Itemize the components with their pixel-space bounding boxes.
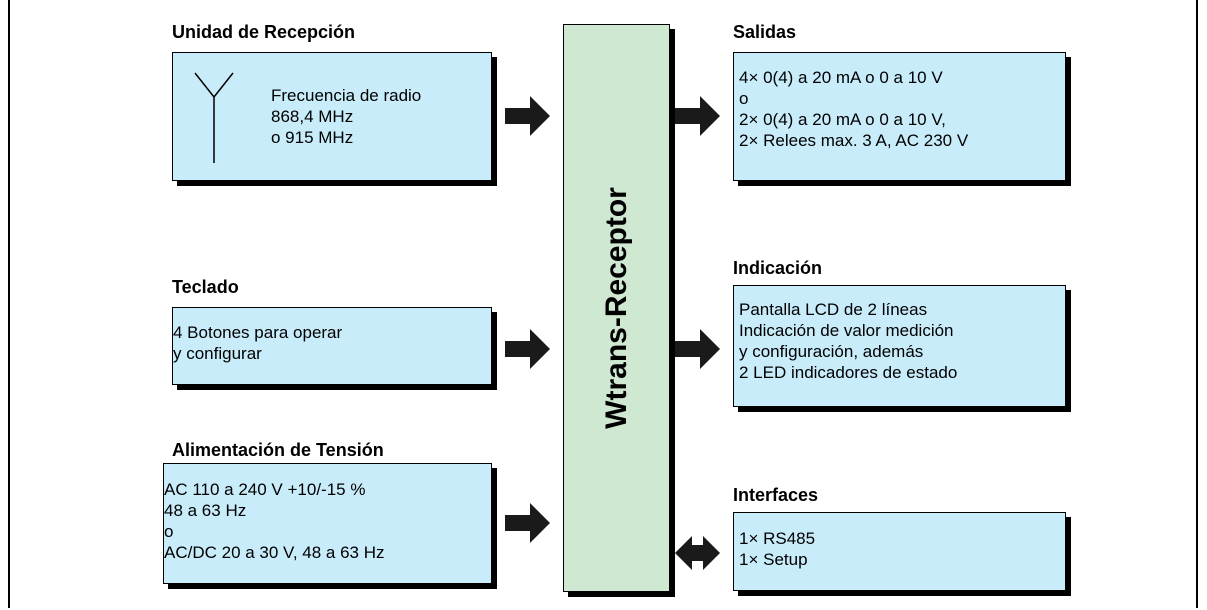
- reception-line: 868,4 MHz: [271, 107, 354, 126]
- indication-line: Pantalla LCD de 2 líneas: [739, 300, 928, 319]
- interfaces-text: 1× RS485 1× Setup: [739, 528, 815, 570]
- reception-text: Frecuencia de radio 868,4 MHz o 915 MHz: [271, 85, 421, 148]
- outputs-title: Salidas: [733, 22, 797, 42]
- indication-line: y configuración, además: [739, 342, 924, 361]
- interfaces-line: 1× RS485: [739, 529, 816, 548]
- keyboard-box: 4 Botones para operar y configurar: [172, 307, 492, 385]
- power-line: AC 110 a 240 V +10/-15 %: [164, 480, 366, 499]
- keyboard-line: y configurar: [173, 344, 262, 363]
- indication-title: Indicación: [733, 258, 823, 278]
- antenna-icon: [194, 72, 234, 163]
- outputs-text: 4× 0(4) a 20 mA o 0 a 10 V o 2× 0(4) a 2…: [739, 67, 968, 151]
- power-line: AC/DC 20 a 30 V, 48 a 63 Hz: [164, 543, 385, 562]
- indication-box: Pantalla LCD de 2 líneas Indicación de v…: [733, 285, 1066, 407]
- power-title: Alimentación de Tensión: [172, 440, 384, 460]
- keyboard-text: 4 Botones para operar y configurar: [173, 322, 342, 364]
- power-text: AC 110 a 240 V +10/-15 % 48 a 63 Hz o AC…: [164, 479, 385, 563]
- reception-line: Frecuencia de radio: [271, 86, 422, 105]
- power-line: o: [164, 522, 174, 541]
- indication-text: Pantalla LCD de 2 líneas Indicación de v…: [739, 299, 957, 383]
- arrow-right-icon: [675, 96, 720, 136]
- arrow-bidirectional-icon: [675, 536, 720, 570]
- reception-box: Frecuencia de radio 868,4 MHz o 915 MHz: [172, 52, 492, 181]
- receiver-block: Wtrans-Receptor: [563, 24, 670, 592]
- arrow-right-icon: [505, 96, 550, 136]
- interfaces-title: Interfaces: [733, 485, 819, 505]
- power-line: 48 a 63 Hz: [164, 501, 247, 520]
- indication-line: 2 LED indicadores de estado: [739, 363, 958, 382]
- outputs-line: 2× Relees max. 3 A, AC 230 V: [739, 131, 969, 150]
- outputs-box: 4× 0(4) a 20 mA o 0 a 10 V o 2× 0(4) a 2…: [733, 52, 1066, 181]
- outputs-line: 4× 0(4) a 20 mA o 0 a 10 V: [739, 68, 943, 87]
- interfaces-box: 1× RS485 1× Setup: [733, 512, 1066, 591]
- arrow-right-icon: [675, 329, 720, 369]
- outputs-line: 2× 0(4) a 20 mA o 0 a 10 V,: [739, 110, 946, 129]
- reception-title: Unidad de Recepción: [172, 22, 356, 42]
- power-box: AC 110 a 240 V +10/-15 % 48 a 63 Hz o AC…: [163, 463, 492, 584]
- indication-line: Indicación de valor medición: [739, 321, 954, 340]
- keyboard-title: Teclado: [172, 277, 239, 297]
- arrow-right-icon: [505, 329, 550, 369]
- diagram-frame: [8, 0, 1198, 608]
- reception-line: o 915 MHz: [271, 128, 354, 147]
- outputs-line: o: [739, 89, 749, 108]
- keyboard-line: 4 Botones para operar: [173, 323, 343, 342]
- interfaces-line: 1× Setup: [739, 550, 808, 569]
- arrow-right-icon: [505, 503, 550, 543]
